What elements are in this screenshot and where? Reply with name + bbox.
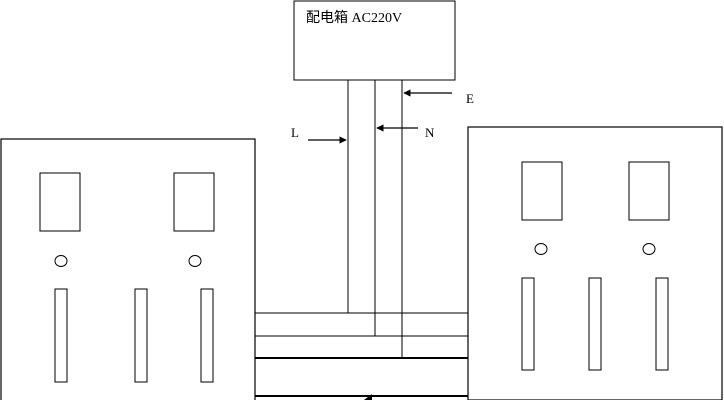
- neutral-wire-label: N: [425, 125, 435, 140]
- right-cabinet: [467, 126, 723, 400]
- right-cabinet-slot: [521, 277, 535, 371]
- bottom-arrow-icon: [364, 394, 372, 400]
- left-cabinet-slot: [54, 288, 68, 383]
- left-cabinet-meter-window: [39, 172, 81, 232]
- right-cabinet-meter-window: [628, 161, 670, 221]
- left-cabinet-slot: [134, 288, 148, 383]
- right-cabinet-indicator-light: [534, 243, 548, 255]
- right-cabinet-slot: [655, 277, 669, 371]
- right-cabinet-indicator-light: [642, 243, 656, 255]
- right-cabinet-meter-window: [521, 161, 563, 221]
- distribution-box-label: 配电箱 AC220V: [306, 10, 402, 26]
- live-wire-label: L: [291, 125, 299, 140]
- right-cabinet-slot: [588, 277, 602, 371]
- left-cabinet-indicator-light: [188, 255, 202, 267]
- left-cabinet-meter-window: [173, 172, 215, 232]
- left-cabinet-frame: [0, 138, 256, 400]
- distribution-box: 配电箱 AC220V: [293, 0, 456, 81]
- left-cabinet-indicator-light: [54, 255, 68, 267]
- left-cabinet-slot: [200, 288, 214, 383]
- left-cabinet: [0, 138, 256, 400]
- right-cabinet-frame: [467, 126, 723, 400]
- earth-wire-label: E: [466, 91, 474, 106]
